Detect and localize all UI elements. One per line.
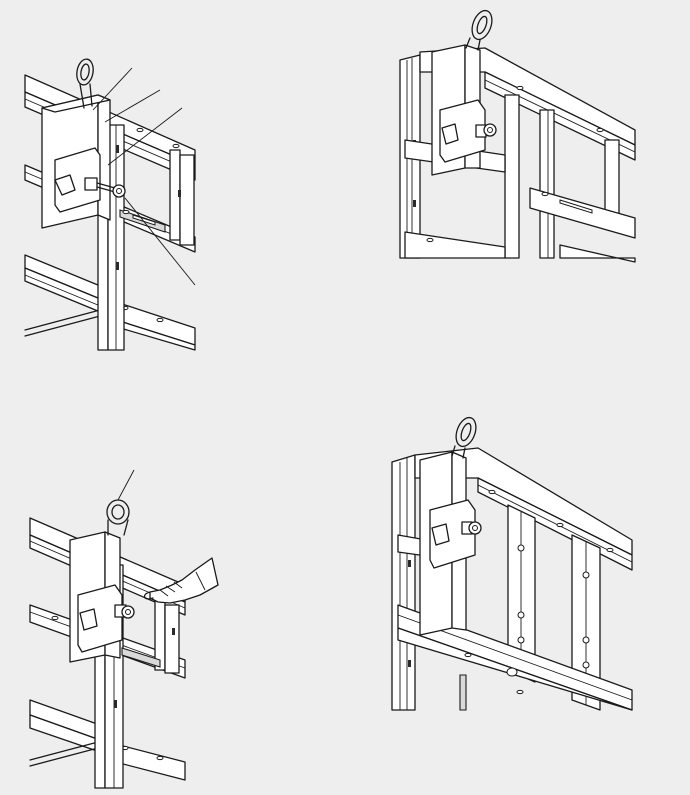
panel-step-2 xyxy=(399,9,636,263)
bolt-assembly xyxy=(461,521,482,535)
frame-post-left xyxy=(399,54,421,259)
lifting-ring xyxy=(106,499,130,536)
panel-step-3 xyxy=(29,469,219,789)
clamp-bracket xyxy=(69,531,123,663)
frame-post-left xyxy=(391,454,416,711)
leader-lines-step-1 xyxy=(92,67,196,286)
stiffener-1 xyxy=(507,504,536,683)
panel-step-4 xyxy=(391,416,633,711)
bolt-assembly xyxy=(84,177,126,198)
stiffener-2 xyxy=(571,534,601,711)
lifting-ring xyxy=(451,416,477,459)
bolt-assembly xyxy=(114,604,135,619)
clamp-bracket xyxy=(41,94,111,229)
clamp-bracket xyxy=(431,44,486,176)
clamp-bracket xyxy=(419,451,476,636)
panel-step-1 xyxy=(24,58,196,351)
hand-pointer-icon xyxy=(143,557,219,604)
leader-line-step-3 xyxy=(117,469,135,501)
bolt-assembly xyxy=(475,123,497,138)
lifting-ring xyxy=(465,9,493,51)
lifting-ring xyxy=(76,58,94,109)
frame-post-front xyxy=(97,119,125,351)
frame-post-back xyxy=(169,149,195,246)
frame-rail-lower xyxy=(24,254,196,351)
